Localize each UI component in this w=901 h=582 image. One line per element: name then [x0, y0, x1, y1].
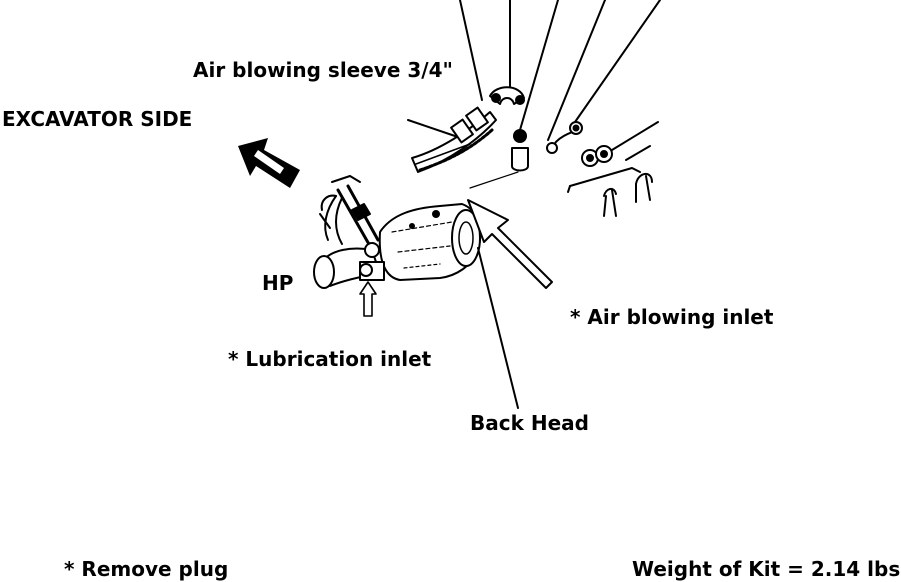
excavator-side-label: EXCAVATOR SIDE	[2, 107, 193, 131]
lubrication-line	[331, 175, 385, 281]
kit-weight-note: Weight of Kit = 2.14 lbs	[632, 557, 901, 581]
air-blowing-sleeve-hose	[411, 106, 497, 173]
hp-hose	[313, 194, 381, 289]
lubrication-inlet-arrow	[359, 281, 377, 317]
excavator-side-arrow	[238, 138, 300, 188]
hp-label: HP	[262, 271, 294, 295]
air-blowing-sleeve-label: Air blowing sleeve 3/4"	[193, 58, 453, 82]
air-blowing-inlet-label: * Air blowing inlet	[570, 305, 774, 329]
lubrication-inlet-label: * Lubrication inlet	[228, 347, 432, 371]
inlet-fittings	[511, 121, 659, 172]
back-head-body	[378, 203, 482, 281]
back-head-leader	[477, 247, 519, 409]
back-head-label: Back Head	[470, 411, 589, 435]
elbow-fitting	[489, 86, 525, 105]
remove-plug-note: * Remove plug	[64, 557, 229, 581]
clips	[567, 167, 653, 217]
blowing-hint-line	[469, 171, 519, 189]
leader-lines	[407, 0, 661, 141]
air-blowing-inlet-arrow	[467, 199, 553, 289]
